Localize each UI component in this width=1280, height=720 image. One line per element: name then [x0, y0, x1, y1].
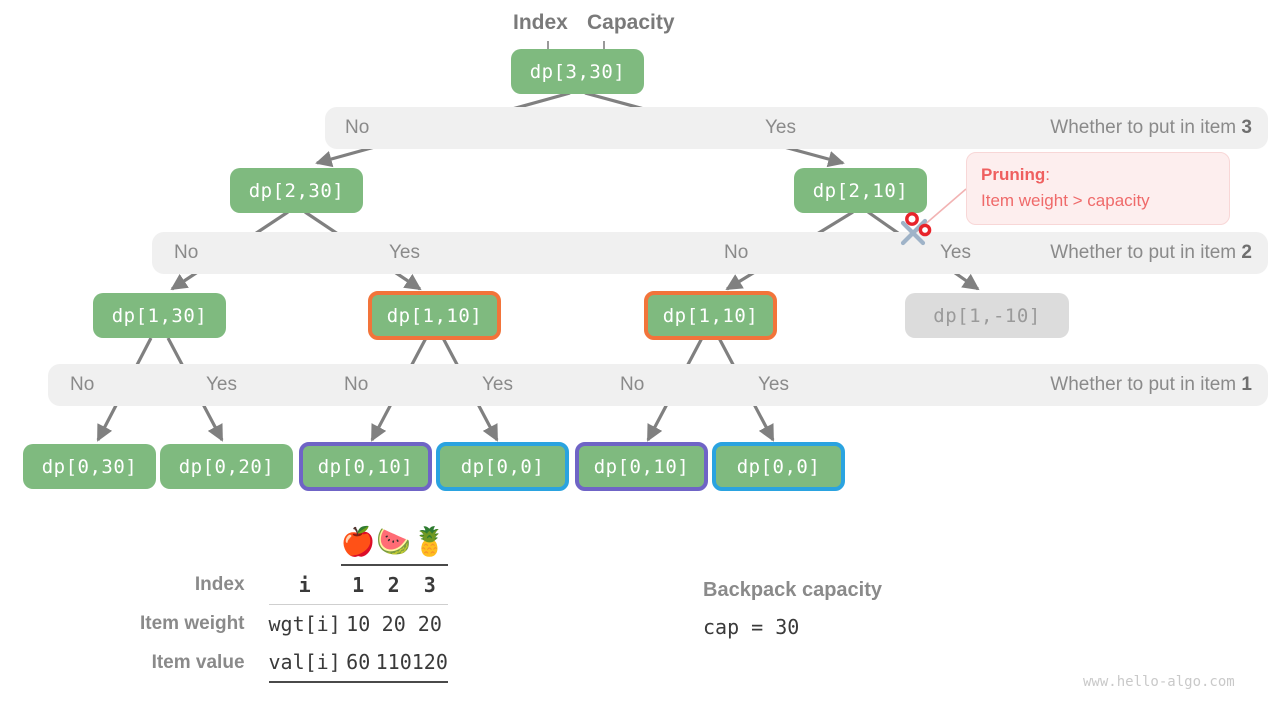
band-item3-title-num: 3 [1241, 117, 1252, 138]
node-dp-2-30[interactable]: dp[2,30] [230, 168, 363, 213]
node-dp-1-30[interactable]: dp[1,30] [93, 293, 226, 338]
backpack-capacity-value: cap = 30 [703, 615, 800, 639]
row-label-index: Index [194, 573, 245, 595]
item-table-grid: 🍎 🍉 🍍 Index i 1 2 3 Item weight wgt[i] 1… [140, 520, 448, 683]
band-item2-title-num: 2 [1241, 242, 1252, 263]
node-dp-1-10-right[interactable]: dp[1,10] [644, 291, 777, 340]
cell-weight-2: 20 [381, 612, 406, 636]
capacity-annotation-label: Capacity [587, 11, 675, 34]
cell-value-1: 60 [340, 643, 376, 683]
band-item1-title: Whether to put in item 1 [1050, 374, 1252, 396]
item-emoji-pineapple: 🍍 [411, 520, 448, 566]
emoji-row-spacer-2 [269, 520, 341, 565]
row-label-value: Item value [151, 651, 245, 673]
band-item1-choice-no-2: No [344, 374, 369, 395]
pruning-title-colon: : [1045, 165, 1050, 184]
band-item2-choice-yes-2: Yes [940, 242, 971, 263]
band-item1-choice-yes-3: Yes [758, 374, 789, 395]
pruning-detail: Item weight > capacity [981, 191, 1150, 211]
band-item3-title-text: Whether to put in item [1050, 117, 1242, 138]
backpack-capacity-title: Backpack capacity [703, 579, 883, 601]
decision-band-item1: No Yes No Yes No Yes Whether to put in i… [48, 364, 1268, 406]
node-dp-1-10-left[interactable]: dp[1,10] [368, 291, 501, 340]
table-row-value: Item value val[i] 60 110 120 [140, 643, 448, 683]
row-key-value: val[i] [268, 643, 341, 683]
table-row-weight: Item weight wgt[i] 10 20 20 [140, 605, 448, 644]
cell-weight-3: 20 [417, 612, 442, 636]
node-dp-0-20[interactable]: dp[0,20] [160, 444, 293, 489]
band-item1-title-num: 1 [1241, 374, 1252, 395]
band-item2-choice-no-2: No [724, 242, 749, 263]
cell-index-2: 2 [375, 565, 412, 605]
decision-band-item3: No Yes Whether to put in item 3 [325, 107, 1268, 149]
node-dp-0-30[interactable]: dp[0,30] [23, 444, 156, 489]
band-item2-choice-yes-1: Yes [389, 242, 420, 263]
band-item1-choice-no-1: No [70, 374, 95, 395]
cell-index-1: 1 [340, 565, 376, 605]
row-key-index: i [268, 565, 341, 605]
table-emoji-row: 🍎 🍉 🍍 [140, 520, 448, 566]
node-dp-1-neg10: dp[1,-10] [905, 293, 1069, 338]
cell-value-3: 120 [411, 643, 448, 683]
cell-value-2: 110 [375, 643, 412, 683]
row-key-weight: wgt[i] [268, 612, 341, 636]
emoji-row-spacer-1 [140, 520, 269, 565]
band-item1-choice-no-3: No [620, 374, 645, 395]
band-item1-choice-yes-2: Yes [482, 374, 513, 395]
node-dp-3-30[interactable]: dp[3,30] [511, 49, 644, 94]
node-dp-0-10-left[interactable]: dp[0,10] [299, 442, 432, 491]
scissors-icon [900, 212, 932, 246]
band-item2-choice-no-1: No [174, 242, 199, 263]
table-row-index: Index i 1 2 3 [140, 565, 448, 605]
node-dp-2-10[interactable]: dp[2,10] [794, 168, 927, 213]
decision-band-item2: No Yes No Yes Whether to put in item 2 [152, 232, 1268, 274]
node-dp-0-0-right[interactable]: dp[0,0] [712, 442, 845, 491]
band-item3-title: Whether to put in item 3 [1050, 117, 1252, 139]
band-item1-choice-yes-1: Yes [206, 374, 237, 395]
node-dp-0-0-left[interactable]: dp[0,0] [436, 442, 569, 491]
item-emoji-apple: 🍎 [340, 520, 376, 566]
node-dp-0-10-right[interactable]: dp[0,10] [575, 442, 708, 491]
band-item1-title-text: Whether to put in item [1050, 374, 1242, 395]
band-item3-choice-no: No [345, 117, 370, 138]
cell-weight-1: 10 [346, 612, 371, 636]
watermark: www.hello-algo.com [1083, 674, 1235, 690]
pruning-callout: Pruning: Item weight > capacity [966, 152, 1230, 225]
cell-index-3: 3 [411, 565, 448, 605]
band-item2-title: Whether to put in item 2 [1050, 242, 1252, 264]
band-item3-choice-yes: Yes [765, 117, 796, 138]
pruning-title-text: Pruning [981, 165, 1046, 184]
index-annotation-label: Index [513, 11, 568, 34]
pruning-title: Pruning: [981, 162, 1215, 188]
item-emoji-watermelon: 🍉 [375, 520, 412, 566]
row-label-weight: Item weight [140, 612, 245, 634]
band-item2-title-text: Whether to put in item [1050, 242, 1242, 263]
